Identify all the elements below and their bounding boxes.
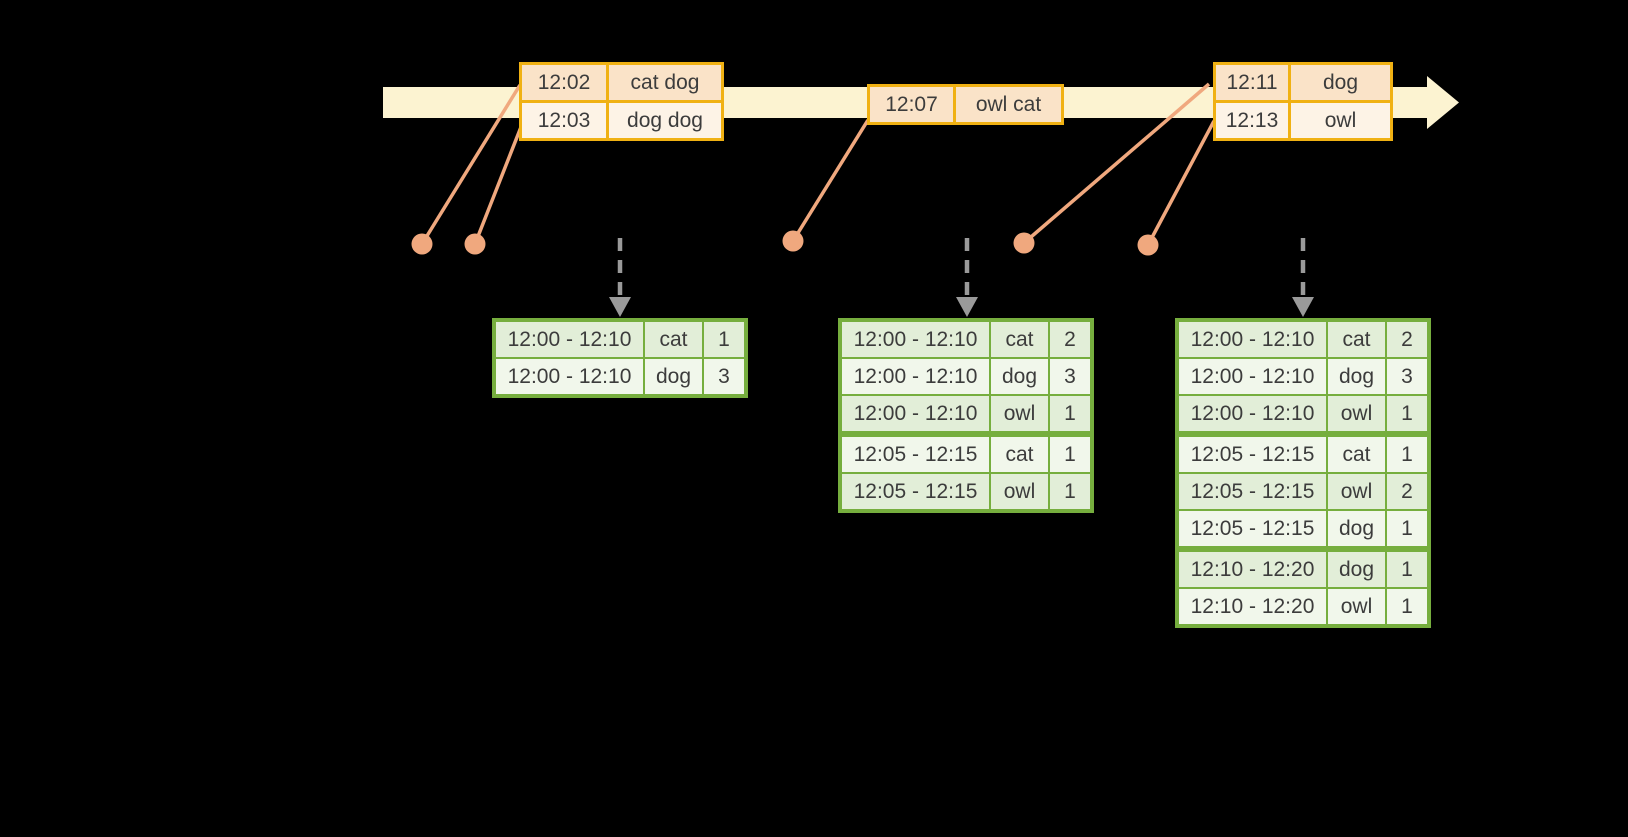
table-row: 12:00 - 12:10 dog 3	[1179, 359, 1427, 394]
event-marker-dot	[1013, 232, 1035, 254]
window-cell: 12:00 - 12:10	[496, 359, 643, 394]
count-cell: 2	[1050, 322, 1090, 357]
window-cell: 12:05 - 12:15	[1179, 511, 1326, 546]
word-cell: cat	[991, 322, 1048, 357]
count-cell: 1	[1387, 511, 1427, 546]
event-time-cell: 12:07	[870, 87, 953, 122]
window-cell: 12:05 - 12:15	[1179, 437, 1326, 472]
word-cell: cat	[1328, 437, 1385, 472]
word-cell: dog	[991, 359, 1048, 394]
result-table-1: 12:00 - 12:10 cat 1 12:00 - 12:10 dog 3	[492, 318, 748, 398]
window-cell: 12:05 - 12:15	[1179, 474, 1326, 509]
result-table-2: 12:00 - 12:10 cat 2 12:00 - 12:10 dog 3 …	[838, 318, 1094, 513]
event-time-cell: 12:11	[1216, 65, 1288, 100]
word-cell: owl	[1328, 474, 1385, 509]
word-cell: dog	[1328, 552, 1385, 587]
window-cell: 12:05 - 12:15	[842, 437, 989, 472]
table-row: 12:00 - 12:10 cat 1	[496, 322, 744, 357]
event-words-cell: dog dog	[609, 103, 721, 138]
event-words-cell: owl	[1291, 103, 1390, 138]
event-marker-dot	[1137, 234, 1159, 256]
count-cell: 2	[1387, 322, 1427, 357]
event-marker-dot	[464, 233, 486, 255]
event-time-cell: 12:02	[522, 65, 606, 100]
count-cell: 1	[704, 322, 744, 357]
table-row: 12:00 - 12:10 dog 3	[842, 359, 1090, 394]
table-row: 12:00 - 12:10 dog 3	[496, 359, 744, 394]
window-cell: 12:00 - 12:10	[496, 322, 643, 357]
word-cell: owl	[991, 396, 1048, 431]
count-cell: 1	[1387, 589, 1427, 624]
word-cell: cat	[645, 322, 702, 357]
table-row: 12:05 - 12:15 dog 1	[1179, 511, 1427, 546]
window-cell: 12:00 - 12:10	[1179, 359, 1326, 394]
event-time-cell: 12:03	[522, 103, 606, 138]
trigger-arrow-icon	[956, 238, 978, 317]
count-cell: 1	[1050, 474, 1090, 509]
word-cell: owl	[1328, 396, 1385, 431]
event-connector-line	[473, 126, 523, 245]
trigger-arrow-icon	[609, 238, 631, 317]
word-cell: cat	[1328, 322, 1385, 357]
word-cell: owl	[1328, 589, 1385, 624]
event-connector-line	[1022, 82, 1211, 245]
word-cell: dog	[1328, 359, 1385, 394]
count-cell: 1	[1387, 552, 1427, 587]
table-row: 12:10 - 12:20 dog 1	[1179, 552, 1427, 587]
event-table-1: 12:02 cat dog 12:03 dog dog	[519, 62, 724, 141]
event-marker-dot	[782, 230, 804, 252]
count-cell: 1	[1050, 396, 1090, 431]
event-table-3: 12:11 dog 12:13 owl	[1213, 62, 1393, 141]
count-cell: 1	[1387, 396, 1427, 431]
word-cell: dog	[1328, 511, 1385, 546]
table-row: 12:00 - 12:10 owl 1	[842, 396, 1090, 431]
table-row: 12:00 - 12:10 owl 1	[1179, 396, 1427, 431]
window-cell: 12:00 - 12:10	[1179, 322, 1326, 357]
count-cell: 3	[1050, 359, 1090, 394]
table-row: 12:05 - 12:15 owl 2	[1179, 474, 1427, 509]
count-cell: 2	[1387, 474, 1427, 509]
trigger-arrow-icon	[1292, 238, 1314, 317]
table-row: 12:05 - 12:15 cat 1	[842, 437, 1090, 472]
result-table-3: 12:00 - 12:10 cat 2 12:00 - 12:10 dog 3 …	[1175, 318, 1431, 628]
table-row: 12:00 - 12:10 cat 2	[842, 322, 1090, 357]
window-cell: 12:00 - 12:10	[842, 396, 989, 431]
window-cell: 12:10 - 12:20	[1179, 552, 1326, 587]
count-cell: 3	[1387, 359, 1427, 394]
word-cell: cat	[991, 437, 1048, 472]
count-cell: 1	[1050, 437, 1090, 472]
window-cell: 12:05 - 12:15	[842, 474, 989, 509]
event-time-cell: 12:13	[1216, 103, 1288, 138]
window-cell: 12:00 - 12:10	[1179, 396, 1326, 431]
event-connector-line	[420, 84, 522, 245]
window-cell: 12:00 - 12:10	[842, 359, 989, 394]
table-row: 12:00 - 12:10 cat 2	[1179, 322, 1427, 357]
event-table-2: 12:07 owl cat	[867, 84, 1064, 125]
table-row: 12:05 - 12:15 cat 1	[1179, 437, 1427, 472]
event-connector-line	[1146, 120, 1216, 246]
count-cell: 3	[704, 359, 744, 394]
window-cell: 12:10 - 12:20	[1179, 589, 1326, 624]
word-cell: dog	[645, 359, 702, 394]
event-words-cell: dog	[1291, 65, 1390, 100]
event-marker-dot	[411, 233, 433, 255]
event-connector-line	[791, 119, 870, 242]
count-cell: 1	[1387, 437, 1427, 472]
event-words-cell: owl cat	[956, 87, 1061, 122]
table-row: 12:10 - 12:20 owl 1	[1179, 589, 1427, 624]
word-cell: owl	[991, 474, 1048, 509]
event-words-cell: cat dog	[609, 65, 721, 100]
table-row: 12:05 - 12:15 owl 1	[842, 474, 1090, 509]
window-cell: 12:00 - 12:10	[842, 322, 989, 357]
